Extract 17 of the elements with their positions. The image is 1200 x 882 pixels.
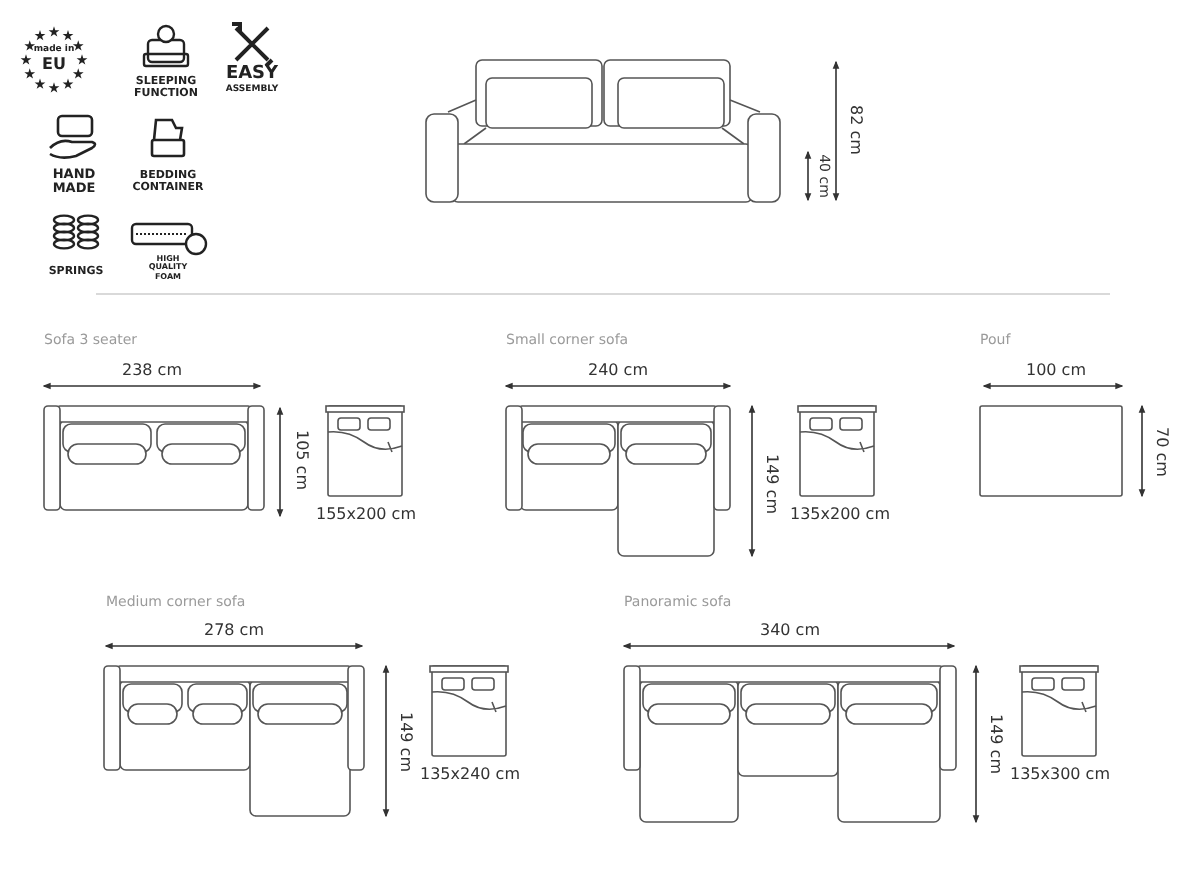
dimension-label: 238 cm: [122, 363, 182, 381]
dimension-label: 149 cm: [395, 712, 413, 772]
dimension-label: 135x300 cm: [1010, 767, 1110, 785]
dimension-label: 70 cm: [1151, 427, 1169, 477]
dimension-label: 100 cm: [1026, 363, 1086, 381]
feature-caption: EU: [42, 57, 66, 75]
dimension-label: 135x240 cm: [420, 767, 520, 785]
dimension-label: 155x200 cm: [316, 507, 416, 525]
dimension-label: 240 cm: [588, 363, 648, 381]
dimension-label: 149 cm: [761, 454, 779, 514]
dimension-label: 105 cm: [291, 430, 309, 490]
feature-caption: EASY: [225, 66, 279, 85]
dimension-label: 278 cm: [204, 623, 264, 641]
dimension-label: 82 cm: [845, 105, 863, 155]
dimension-label: 149 cm: [985, 714, 1003, 774]
dimension-label: 135x200 cm: [790, 507, 890, 525]
dimension-label: 340 cm: [760, 623, 820, 641]
